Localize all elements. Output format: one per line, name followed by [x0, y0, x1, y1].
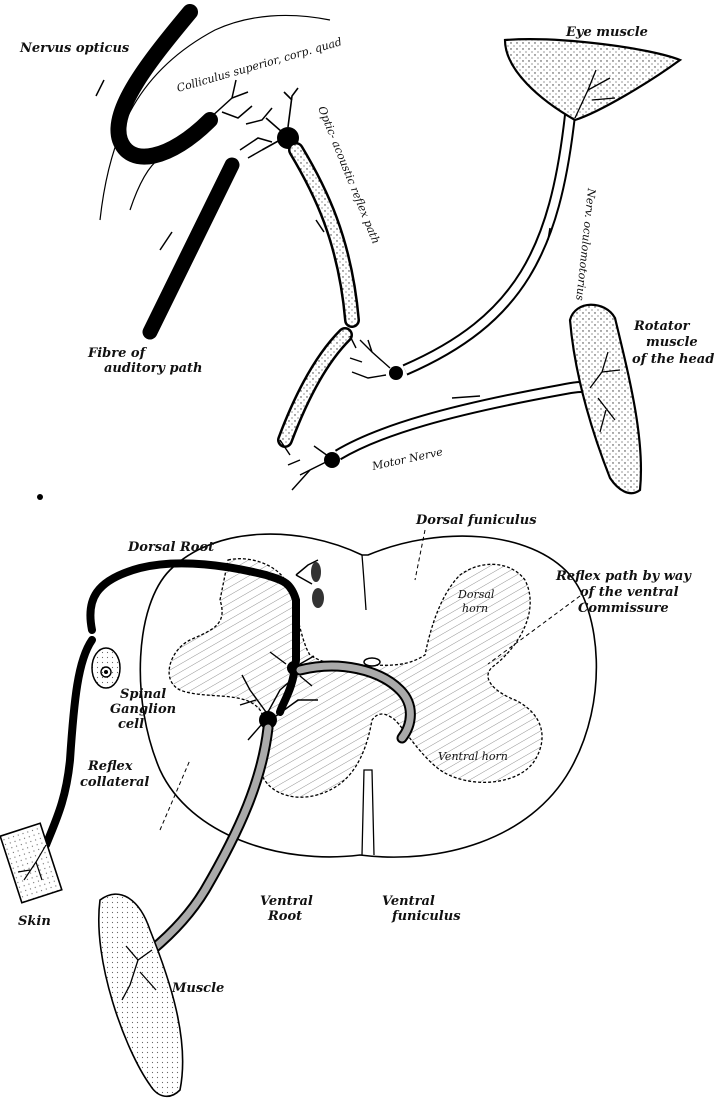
rotator-muscle — [570, 305, 641, 493]
optic-terminal-branches — [210, 80, 272, 158]
label-reflex-path-3: Commissure — [578, 601, 669, 616]
eye-muscle — [505, 39, 680, 120]
label-cell: cell — [118, 717, 144, 732]
muscle-body — [99, 894, 183, 1096]
lower-diagram: Dorsal funiculus Dorsal Root Reflex path… — [0, 513, 692, 1096]
label-dorsal-funiculus: Dorsal funiculus — [415, 513, 537, 528]
label-reflex-collateral-1: Reflex — [87, 759, 133, 774]
label-reflex-path-1: Reflex path by way — [555, 569, 692, 584]
label-ventral-root-1: Ventral — [260, 894, 313, 909]
label-ventral-root-2: Root — [267, 909, 302, 924]
label-spinal: Spinal — [120, 687, 166, 702]
label-fibre-of: Fibre of — [87, 346, 148, 361]
label-skin: Skin — [18, 914, 51, 929]
label-ventral-funiculus-2: funiculus — [391, 909, 461, 924]
label-nerv-oculomotorius: Nerv. oculomotorius — [573, 187, 598, 302]
label-ventral-horn: Ventral horn — [438, 750, 508, 763]
label-rotator: Rotator — [633, 319, 691, 334]
label-rotator-muscle: muscle — [646, 335, 698, 350]
label-reflex-collateral-2: collateral — [80, 775, 149, 790]
label-ventral-funiculus-1: Ventral — [382, 894, 435, 909]
label-ganglion: Ganglion — [110, 702, 176, 717]
label-colliculus: Colliculus superior, corp. quad — [175, 35, 343, 95]
auditory-path-fibre — [150, 165, 232, 332]
label-dorsal-horn-1: Dorsal — [457, 588, 495, 601]
spinal-ganglion — [92, 648, 120, 688]
sensory-fibre-to-skin — [46, 640, 92, 845]
label-motor-nerve: Motor Nerve — [370, 445, 444, 473]
label-dorsal-root: Dorsal Root — [127, 540, 214, 555]
label-nervus-opticus: Nervus opticus — [19, 41, 130, 56]
central-canal — [364, 658, 380, 666]
label-reflex-path-2: of the ventral — [580, 585, 679, 600]
label-of-the-head: of the head — [632, 352, 714, 367]
label-auditory-path: auditory path — [104, 361, 202, 376]
label-eye-muscle: Eye muscle — [565, 25, 648, 40]
label-muscle: Muscle — [171, 981, 224, 996]
oculomotor-nucleus-cell — [389, 366, 403, 380]
upper-diagram: Nervus opticus Colliculus superior, corp… — [19, 12, 714, 500]
label-dorsal-horn-2: horn — [462, 602, 488, 615]
